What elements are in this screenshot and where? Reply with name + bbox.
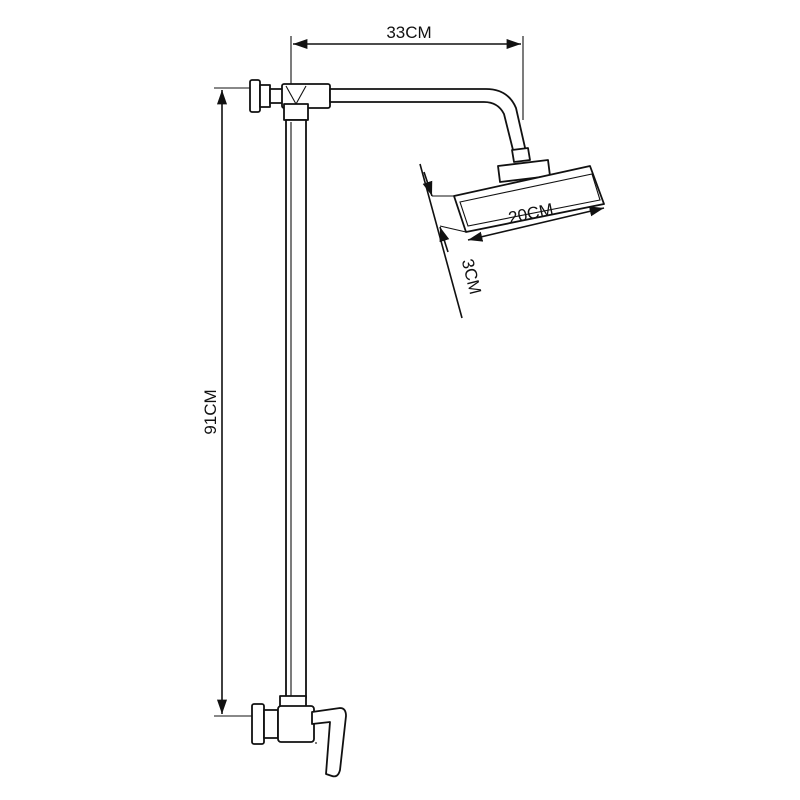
head-width-dimension-line: [467, 206, 605, 242]
head-thickness-leader: [419, 163, 463, 319]
valve-body: [277, 705, 315, 743]
top-wall-bracket: [249, 79, 285, 113]
shower-arm: [329, 88, 527, 155]
top-bracket-flange: [249, 79, 261, 113]
shower-head-nut: [511, 147, 531, 163]
tee-edge-left: [285, 85, 297, 105]
riser-height-dimension: 91CM: [201, 87, 262, 717]
riser-pipe-body: [285, 119, 307, 699]
riser-height-label: 91CM: [201, 389, 220, 434]
mixer-valve: [251, 695, 347, 778]
shower-head-rim: [459, 173, 601, 227]
head-thickness-dimension: 3CM: [419, 163, 485, 319]
valve-lever-handle: [311, 707, 347, 778]
head-thickness-arrow-bottom: [439, 226, 450, 253]
tee-lower-sleeve: [283, 103, 309, 121]
head-thickness-arrow-top: [422, 171, 433, 197]
tee-edge-right: [295, 85, 307, 105]
head-thickness-label: 3CM: [458, 257, 485, 296]
valve-wall-collar: [263, 709, 279, 739]
valve-wall-flange: [251, 703, 265, 745]
top-bracket-collar: [259, 84, 271, 108]
shower-head-extension-bottom: [439, 225, 467, 233]
riser-pipe: [285, 119, 307, 699]
top-tee-connector: [281, 83, 331, 121]
arm-reach-label: 33CM: [386, 23, 431, 42]
